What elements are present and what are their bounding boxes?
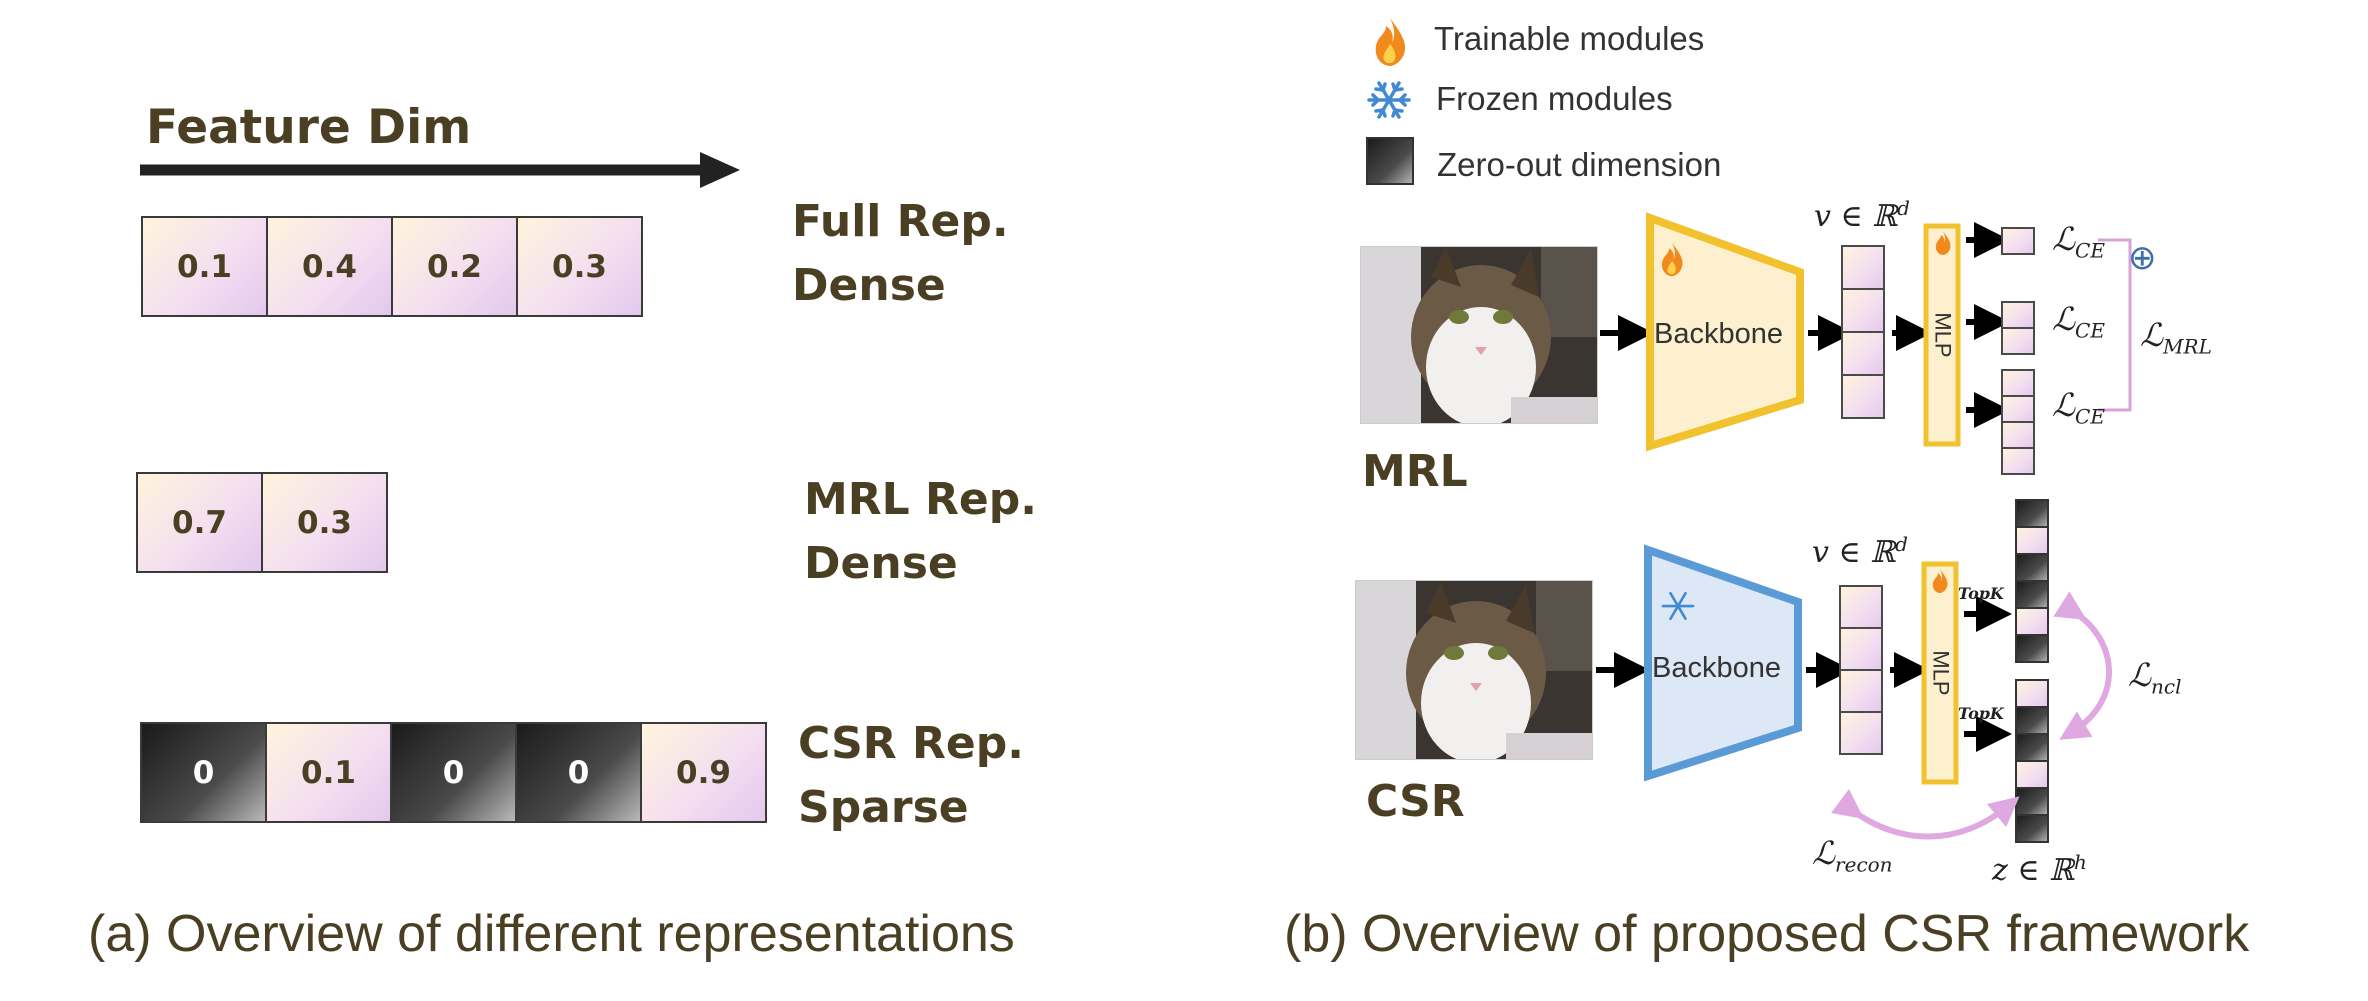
mrl-backbone-label: Backbone (1654, 318, 1783, 350)
mrl-label: MRL (1362, 446, 1468, 497)
mrl-mlp-flame-icon (1935, 231, 1951, 255)
csr-rep-cell-zero: 0 (515, 722, 642, 823)
mrl-out3-cell (2001, 395, 2035, 423)
zero-out-square-icon (1366, 137, 1414, 185)
csr-v-cell (1839, 585, 1883, 629)
mrl-loss-mrl: ℒMRL (2140, 316, 2212, 359)
mrl-rep-label: MRL Rep. Dense (804, 468, 1037, 596)
mrl-loss-ce-1: ℒCE (2052, 220, 2105, 263)
ncl-curved-arrow (2053, 591, 2112, 740)
caption-a: (a) Overview of different representation… (88, 905, 1015, 963)
csr-v-cell (1839, 627, 1883, 671)
mrl-flame-icon (1661, 242, 1683, 277)
mrl-v-cell (1841, 374, 1885, 419)
csr-v-cell (1839, 711, 1883, 755)
csr-loss-recon: ℒrecon (1812, 834, 1893, 877)
mrl-v-cell (1841, 245, 1885, 290)
csr-rep-cell-zero: 0 (140, 722, 267, 823)
mrl-v-cell (1841, 331, 1885, 376)
mrl-out3-cell (2001, 369, 2035, 397)
csr-rep-title: CSR Rep. (798, 718, 1024, 769)
mrl-loss-bracket (2098, 238, 2132, 412)
full-rep-cell: 0.3 (516, 216, 643, 317)
snowflake-icon (1367, 81, 1411, 119)
mrl-out3-cell (2001, 447, 2035, 475)
full-rep-type: Dense (792, 260, 946, 311)
mrl-mlp-box (1923, 223, 1961, 447)
csr-rep-label: CSR Rep. Sparse (798, 712, 1024, 840)
csr-mlp-box (1921, 561, 1959, 785)
flame-icon (1375, 18, 1406, 66)
csr-v-cell (1839, 669, 1883, 713)
mrl-out2-cell (2001, 327, 2035, 355)
mrl-loss-ce-3: ℒCE (2052, 386, 2105, 429)
plus-circle-icon: ⊕ (2128, 239, 2157, 277)
csr-label: CSR (1366, 776, 1465, 827)
mrl-v-label: v ∈ ℝd (1814, 196, 1910, 234)
mrl-rep-cell: 0.7 (136, 472, 263, 573)
full-rep-cell: 0.4 (266, 216, 393, 317)
mrl-out1-cell (2001, 227, 2035, 255)
cat-image-mrl (1360, 246, 1598, 424)
mrl-rep-cell: 0.3 (261, 472, 388, 573)
full-rep-label: Full Rep. Dense (792, 190, 1009, 318)
full-rep-title: Full Rep. (792, 196, 1009, 247)
csr-rep-cell: 0.1 (265, 722, 392, 823)
mrl-rep-type: Dense (804, 538, 958, 589)
csr-snowflake-icon (1661, 591, 1695, 621)
topk-label-2: TopK (1958, 704, 2004, 723)
legend-frozen: Frozen modules (1436, 80, 1673, 117)
full-rep-cell: 0.1 (141, 216, 268, 317)
csr-rep-type: Sparse (798, 782, 969, 833)
csr-v-label: v ∈ ℝd (1812, 532, 1908, 570)
csr-rep-cell: 0.9 (640, 722, 767, 823)
mrl-v-cell (1841, 288, 1885, 333)
caption-b: (b) Overview of proposed CSR framework (1284, 905, 2250, 963)
mrl-backbone-shape (1646, 212, 1804, 452)
topk-label-1: TopK (1958, 584, 2004, 603)
mrl-out3-cell (2001, 421, 2035, 449)
csr-z-vector-2 (2015, 679, 2049, 843)
csr-mlp-flame-icon (1932, 569, 1948, 593)
cat-image-csr (1355, 580, 1593, 760)
legend-zero-out: Zero-out dimension (1437, 146, 1722, 183)
mrl-loss-ce-2: ℒCE (2052, 300, 2105, 343)
csr-loss-ncl: ℒncl (2128, 656, 2182, 699)
csr-mlp-label: MLP (1928, 650, 1954, 696)
mrl-rep-title: MRL Rep. (804, 474, 1037, 525)
mrl-mlp-label: MLP (1930, 312, 1956, 358)
csr-z-label: z ∈ ℝh (1992, 850, 2087, 888)
recon-curved-arrow (1831, 789, 2020, 840)
mrl-out2-cell (2001, 301, 2035, 329)
csr-z-vector-1 (2015, 499, 2049, 663)
legend-trainable: Trainable modules (1434, 20, 1705, 57)
csr-backbone-label: Backbone (1652, 652, 1781, 684)
feature-dim-label: Feature Dim (146, 100, 472, 155)
